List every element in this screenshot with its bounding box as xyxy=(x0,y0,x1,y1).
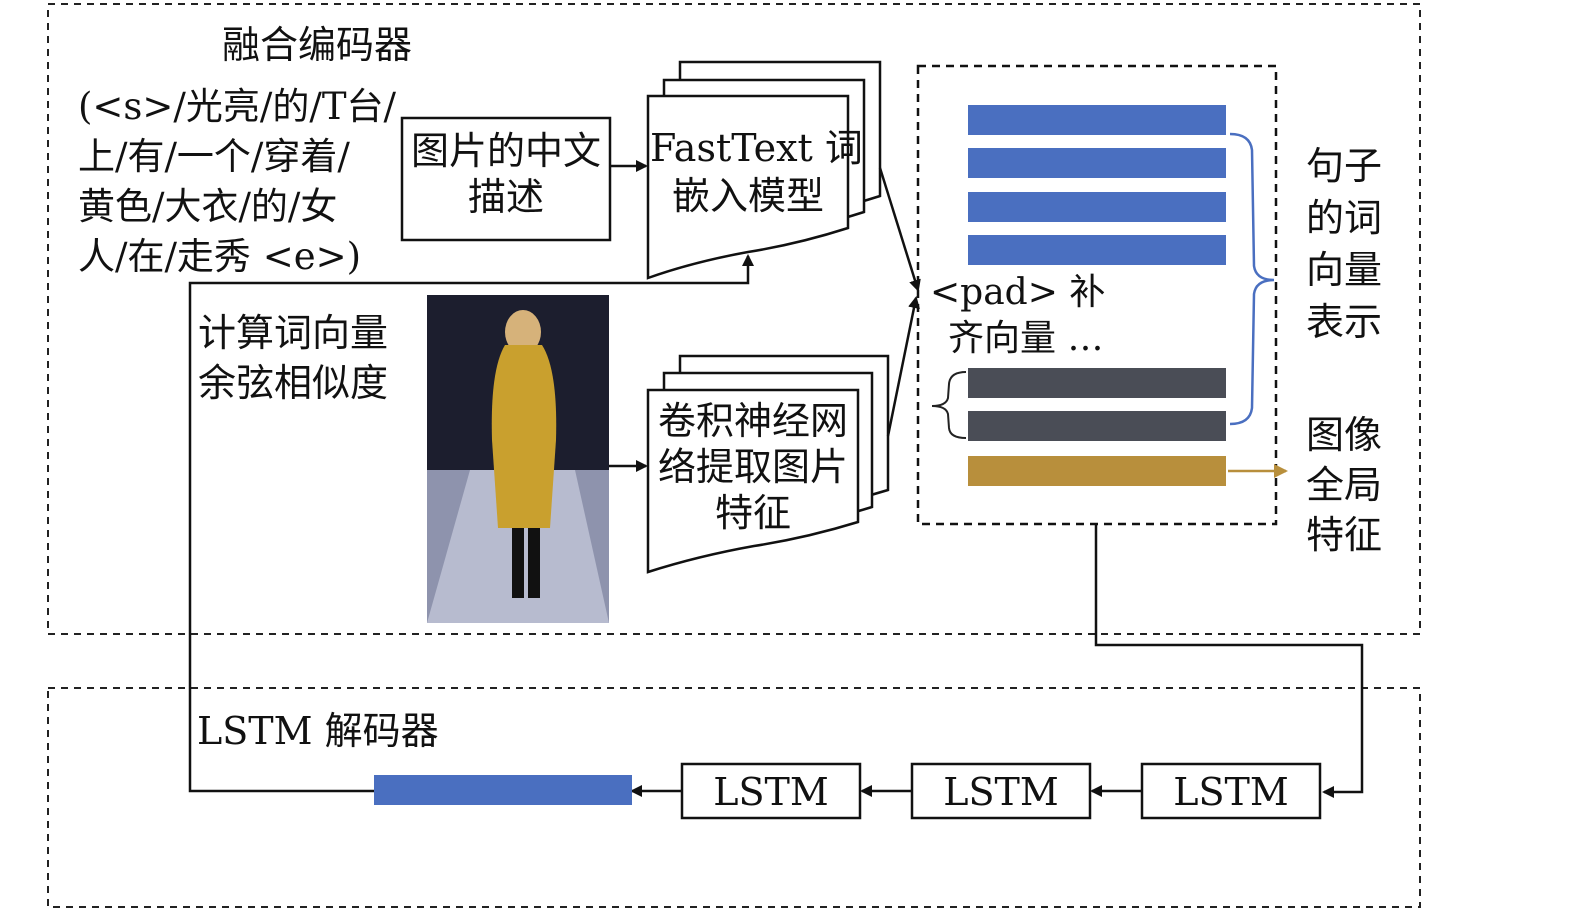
sentence-line: 向量 xyxy=(1306,248,1383,292)
image-vector-bar xyxy=(968,456,1226,486)
lstm-cell-label: LSTM xyxy=(713,770,829,814)
sentence-line: 的词 xyxy=(1306,196,1383,240)
panel-to-decoder-line xyxy=(1094,524,1364,798)
arrow-cnn-to-panel xyxy=(886,296,920,437)
token-sequence: (<s>/光亮/的/T台/ 上/有/一个/穿着/ 黄色/大衣/的/女 人/在/走… xyxy=(78,82,396,282)
encoder-title: 融合编码器 xyxy=(222,23,413,67)
cnn-line: 络提取图片 xyxy=(657,445,848,489)
description-box xyxy=(400,116,612,242)
lstm-cell xyxy=(1140,762,1322,820)
sentence-line: 表示 xyxy=(1306,300,1383,344)
arrow-fasttext-to-panel xyxy=(878,167,921,292)
description-label: 图片的中文描述 xyxy=(410,129,601,219)
token-line: (<s>/光亮/的/T台/ xyxy=(78,85,396,128)
sentence-brace xyxy=(1229,132,1275,426)
token-line: 上/有/一个/穿着/ xyxy=(78,135,350,178)
feedback-line xyxy=(188,254,754,793)
token-line: 黄色/大衣/的/女 xyxy=(78,185,338,228)
lstm-cell xyxy=(680,762,862,820)
pad-line: 齐向量 … xyxy=(948,318,1104,359)
pad-vector-bar xyxy=(968,411,1226,441)
output-vector-bar xyxy=(374,775,632,805)
cosine-line: 余弦相似度 xyxy=(198,361,389,405)
runway-photo xyxy=(427,295,609,623)
sentence-line: 句子 xyxy=(1306,144,1383,188)
cnn-line: 特征 xyxy=(714,491,791,535)
image-feature-label: 图像 全局 特征 xyxy=(1306,410,1382,560)
fasttext-line: 嵌入模型 xyxy=(671,174,824,218)
word-vector-bar xyxy=(968,192,1226,222)
token-line: 人/在/走秀 <e>) xyxy=(78,235,362,278)
cnn-line: 卷积神经网 xyxy=(657,399,848,443)
fasttext-label: FastText 词 嵌入模型 xyxy=(650,124,863,220)
sentence-vector-label: 句子 的词 向量 表示 xyxy=(1306,140,1382,348)
image-line: 特征 xyxy=(1306,513,1383,557)
cosine-label: 计算词向量 余弦相似度 xyxy=(198,308,388,408)
pad-line: <pad> 补 xyxy=(930,272,1106,313)
pad-label: <pad> 补 齐向量 … xyxy=(930,270,1105,362)
cnn-box xyxy=(646,354,890,574)
pad-vector-bar xyxy=(968,368,1226,398)
word-vector-bar xyxy=(968,105,1226,135)
lstm-cell-label: LSTM xyxy=(1173,770,1289,814)
decoder-frame xyxy=(47,687,1421,908)
fasttext-box xyxy=(646,60,882,280)
fasttext-line: FastText 词 xyxy=(650,126,863,170)
image-line: 图像 xyxy=(1306,413,1383,457)
cosine-line: 计算词向量 xyxy=(198,311,389,355)
word-vector-bar xyxy=(968,148,1226,178)
pad-brace xyxy=(931,371,967,439)
word-vector-bar xyxy=(968,235,1226,265)
cnn-label: 卷积神经网 络提取图片 特征 xyxy=(650,398,856,536)
lstm-cell-label: LSTM xyxy=(943,770,1059,814)
decoder-title: LSTM 解码器 xyxy=(197,709,439,753)
image-line: 全局 xyxy=(1306,463,1383,507)
